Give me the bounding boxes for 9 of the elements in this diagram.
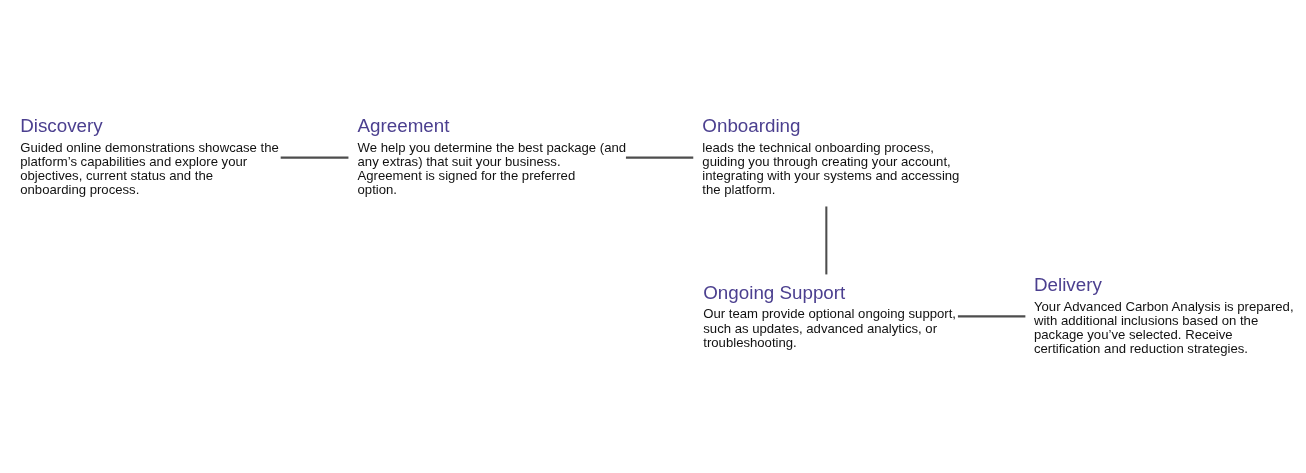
- connector: [280, 156, 349, 159]
- connector: [625, 156, 694, 159]
- node-text: Ongoing Support Our team provide optional ongoing support, such as updates, advanced analytics, or troubleshooting.: [703, 281, 957, 350]
- node-text: Delivery Your Advanced Carbon Analysis is prepared, with additional inclusions based on the package you’ve selected. Receive certification and reduction strategies.: [1033, 273, 1294, 356]
- connector: [957, 314, 1026, 317]
- node-text: Discovery Guided online demonstrations showcase the platform’s capabilities and explore your objectives, current status and the onboarding process.: [20, 114, 279, 197]
- connector: [825, 206, 828, 274]
- node-text: Onboarding leads the technical onboarding process, guiding you through creating your account, integrating with your systems and accessing the platform.: [702, 114, 960, 197]
- node-text: Agreement We help you determine the best package (and any extras) that suit your business. Agreement is signed for the preferred option.: [357, 114, 627, 197]
